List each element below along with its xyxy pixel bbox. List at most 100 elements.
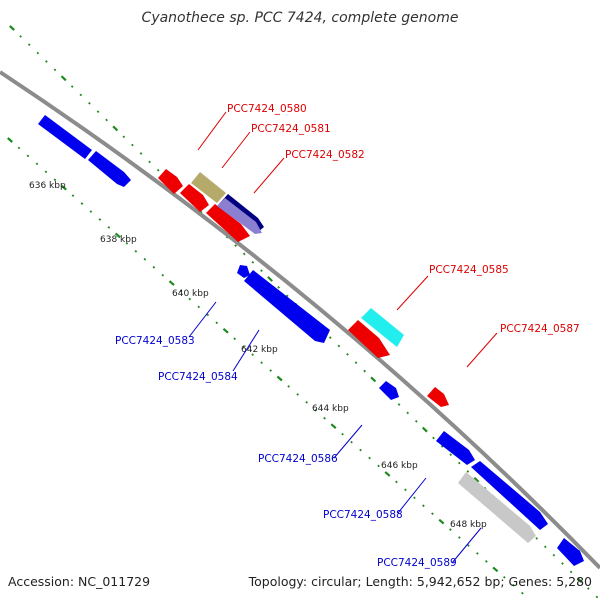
minor-tick-dot [350,440,353,444]
minor-tick-dot [260,269,263,273]
gene-label-0588[interactable]: PCC7424_0588 [323,509,403,521]
minor-tick-dot [131,143,134,147]
major-tick-dot [370,376,377,383]
tick-label-644: 644 kbp [312,404,349,414]
minor-tick-dot [188,297,192,301]
minor-tick-dot [432,436,435,440]
gene-PCC7424_0583[interactable] [237,265,250,278]
major-tick-dot [9,25,15,31]
reverse-cds-arrow[interactable] [88,151,131,187]
major-tick-dot [276,375,283,382]
minor-tick-dot [414,419,418,423]
gene-PCC7424_0582[interactable] [217,198,262,234]
minor-tick-dot [314,409,317,412]
gene-label-0587[interactable]: PCC7424_0587 [500,323,580,335]
gene-label-0584[interactable]: PCC7424_0584 [158,371,238,383]
forward-cds-arrow[interactable] [206,204,250,242]
minor-tick-dot [260,361,263,364]
gene-PCC7424_0585[interactable] [361,308,404,347]
minor-tick-dot [395,480,398,484]
minor-tick-dot [143,257,147,261]
gene-PCC7424_0589[interactable] [458,472,536,543]
minor-tick-dot [233,337,236,341]
minor-tick-dot [406,411,410,415]
minor-tick-dot [45,60,48,63]
gene-PCC7424_0586[interactable] [379,381,399,400]
minor-tick-dot [156,168,160,172]
minor-tick-dot [199,210,203,214]
major-tick-dot [7,137,13,143]
minor-tick-dot [122,135,126,139]
minor-tick-dot [377,464,380,468]
minor-tick-dot [305,401,308,404]
minor-tick-dot [53,68,57,72]
minor-tick-dot [88,101,91,105]
minor-tick-dot [543,545,547,549]
gene-label-0582[interactable]: PCC7424_0582 [285,149,365,161]
forward-cds-arrow[interactable] [158,169,183,194]
minor-tick-dot [595,595,599,599]
minor-tick-dot [586,587,590,590]
gene-label-0580[interactable]: PCC7424_0580 [227,103,307,115]
minor-tick-dot [148,160,151,164]
tick-label-648: 648 kbp [450,520,487,530]
minor-tick-dot [269,369,272,372]
minor-tick-dot [285,294,289,298]
minor-tick-dot [251,260,255,264]
gene-label-0586[interactable]: PCC7424_0586 [258,453,338,465]
minor-tick-dot [44,170,48,174]
minor-tick-dot [70,85,74,88]
minor-tick-dot [502,575,506,579]
major-tick-dot [438,518,445,525]
minor-tick-dot [89,210,93,213]
minor-tick-dot [242,345,245,349]
forward-cds-arrow[interactable] [348,320,390,358]
gene-label-0581[interactable]: PCC7424_0581 [251,123,331,135]
minor-tick-dot [105,118,108,122]
minor-tick-dot [466,470,470,473]
minor-tick-dot [107,226,111,229]
tick-label-636: 636 kbp [29,181,66,191]
minor-tick-dot [35,162,39,166]
minor-tick-dot [354,361,358,365]
minor-tick-dot [561,562,564,565]
reverse-cds-arrow[interactable] [557,538,584,566]
minor-tick-dot [125,242,129,245]
minor-tick-dot [26,154,30,158]
minor-tick-dot [98,218,102,221]
minor-tick-dot [535,537,539,540]
reverse-cds-arrow[interactable] [38,115,92,159]
minor-tick-dot [80,202,84,205]
major-tick-dot [492,566,499,573]
minor-tick-dot [476,552,479,555]
major-tick-dot [576,577,583,584]
gene-label-0585[interactable]: PCC7424_0585 [429,264,509,276]
minor-tick-dot [296,393,299,396]
major-tick-dot [112,125,119,132]
minor-tick-dot [27,43,31,47]
gene-PCC7424_0588[interactable] [436,431,475,465]
minor-tick-dot [346,352,349,356]
gene-PCC7424_0587[interactable] [427,387,449,407]
forward-cds-arrow[interactable] [180,184,209,212]
major-tick-dot [114,232,121,239]
gene-label-0583[interactable]: PCC7424_0583 [115,335,195,347]
gene-labels: PCC7424_0580 PCC7424_0581 PCC7424_0582 P… [115,103,580,569]
minor-tick-dot [484,560,488,563]
gene-label-0589[interactable]: PCC7424_0589 [377,557,457,569]
tick-label-646: 646 kbp [381,461,418,471]
gene-PCC7424_0584[interactable] [244,270,330,343]
gene-PCC7424_0580[interactable] [191,172,226,203]
minor-tick-dot [323,416,326,420]
callout-lines [188,111,498,564]
minor-tick-dot [466,544,470,547]
minor-tick-dot [457,461,461,465]
minor-tick-dot [449,528,452,531]
reverse-cds-arrow[interactable] [471,461,548,530]
minor-tick-dot [520,591,524,595]
major-tick-dot [60,184,67,191]
minor-tick-dot [277,286,281,289]
major-tick-dot [60,75,67,82]
minor-tick-dot [552,553,556,557]
